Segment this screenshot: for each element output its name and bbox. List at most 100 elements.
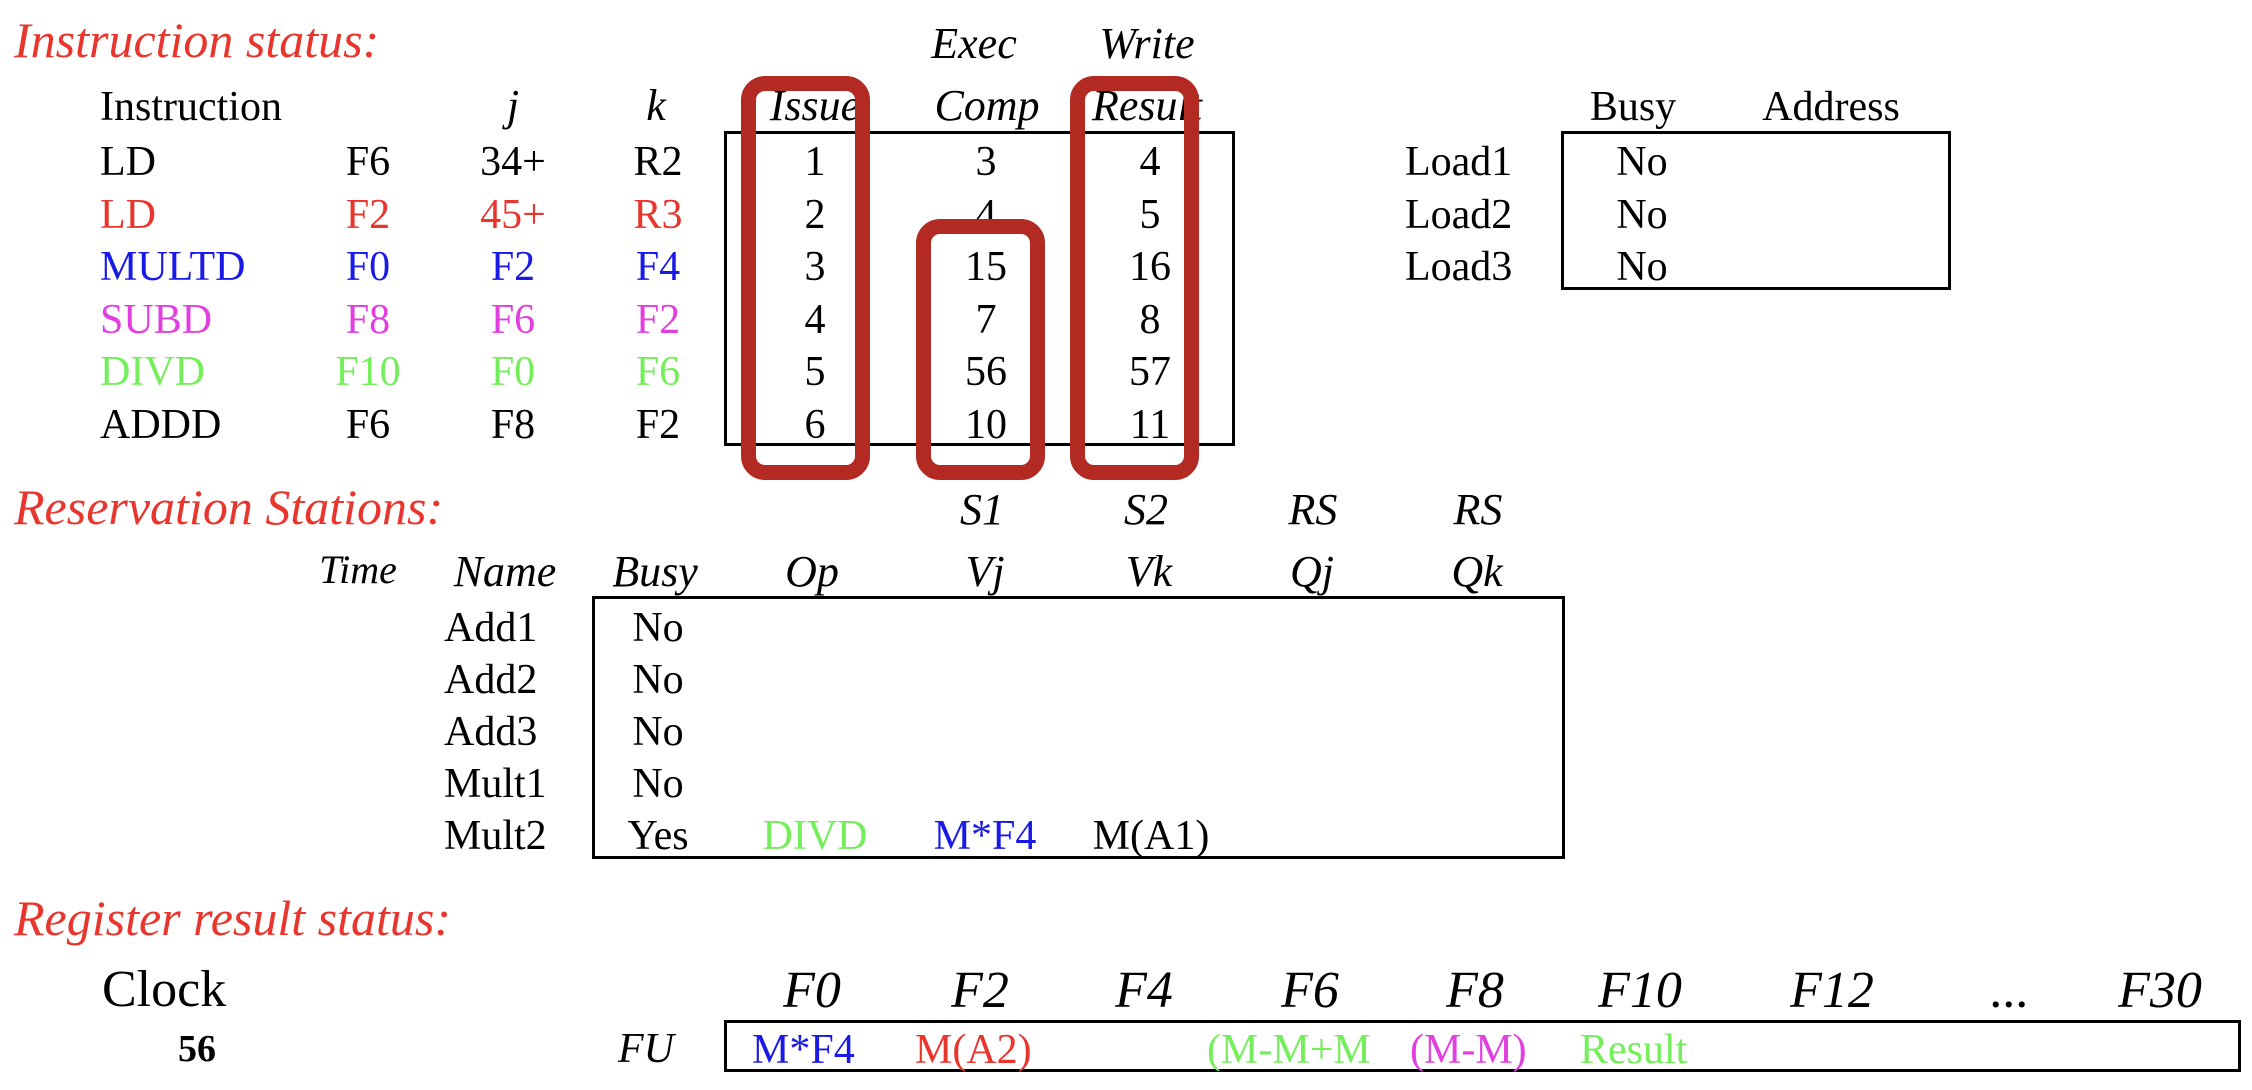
clock-label: Clock xyxy=(102,961,227,1018)
rs-name: Mult2 xyxy=(444,813,547,859)
rs-name: Add1 xyxy=(444,605,538,651)
instruction-dest: F6 xyxy=(345,401,391,448)
rs-vj: M*F4 xyxy=(933,813,1037,859)
write-result-cycle: 16 xyxy=(1129,244,1171,290)
j-header: j xyxy=(506,81,520,130)
busy-header: Busy xyxy=(612,547,698,596)
instruction-j: F2 xyxy=(490,244,536,290)
issue-cycle: 4 xyxy=(804,296,826,343)
instruction-header: Instruction xyxy=(100,84,282,130)
instruction-dest: F6 xyxy=(345,139,391,185)
instruction-op: SUBD xyxy=(100,296,213,343)
instruction-status-title: Instruction status: xyxy=(14,12,380,68)
register-header: F0 xyxy=(783,962,841,1019)
rs-busy: No xyxy=(632,657,684,703)
write-result-cycle: 5 xyxy=(1139,191,1161,238)
s1-header-top: S1 xyxy=(960,485,1004,534)
register-fu-value: Result xyxy=(1580,1027,1688,1073)
clock-value: 56 xyxy=(178,1028,216,1070)
instruction-k: F2 xyxy=(635,401,681,448)
instruction-op: DIVD xyxy=(100,349,205,395)
s2-header-top: S2 xyxy=(1124,485,1168,534)
issue-cycle: 1 xyxy=(804,139,826,185)
rs-busy: No xyxy=(632,605,684,651)
instruction-dest: F2 xyxy=(345,191,391,238)
rs-busy: No xyxy=(632,761,684,807)
load-buffer-busy: No xyxy=(1616,139,1668,185)
instruction-status-table xyxy=(724,131,1235,446)
vj-header: Vj xyxy=(965,547,1005,596)
qj-header: Qj xyxy=(1290,547,1334,596)
instruction-j: F8 xyxy=(490,401,536,448)
rs-busy: No xyxy=(632,709,684,755)
load-buffers-table xyxy=(1561,131,1951,290)
instruction-dest: F0 xyxy=(345,244,391,290)
rs-name: Mult1 xyxy=(444,761,547,807)
exec-header-top: Exec xyxy=(931,19,1017,68)
write-result-cycle: 8 xyxy=(1139,296,1161,343)
issue-cycle: 6 xyxy=(804,401,826,448)
rs-vk: M(A1) xyxy=(1092,813,1210,859)
instruction-j: 34+ xyxy=(480,139,546,185)
register-header: F6 xyxy=(1281,962,1339,1019)
time-header: Time xyxy=(319,547,397,592)
name-header: Name xyxy=(453,547,557,596)
rs-op: DIVD xyxy=(762,813,868,859)
instruction-j: F0 xyxy=(490,349,536,395)
write-header-top: Write xyxy=(1099,19,1195,68)
reservation-stations-table xyxy=(592,596,1565,859)
op-header: Op xyxy=(785,547,839,596)
load-busy-header: Busy xyxy=(1589,84,1677,130)
instruction-j: F6 xyxy=(490,296,536,343)
load-buffer-name: Load3 xyxy=(1405,244,1513,290)
load-buffer-name: Load1 xyxy=(1405,139,1513,185)
rs-name: Add2 xyxy=(444,657,538,703)
load-buffer-name: Load2 xyxy=(1405,191,1513,238)
issue-cycle: 3 xyxy=(804,244,826,290)
write-result-cycle: 11 xyxy=(1129,401,1171,448)
instruction-k: F2 xyxy=(635,296,681,343)
instruction-op: LD xyxy=(100,139,156,185)
instruction-j: 45+ xyxy=(480,191,546,238)
register-fu-value: (M-M) xyxy=(1410,1027,1527,1073)
register-header: ... xyxy=(1990,962,2030,1019)
vk-header: Vk xyxy=(1125,547,1173,596)
qk-header: Qk xyxy=(1451,547,1503,596)
register-header: F4 xyxy=(1115,962,1173,1019)
rs-busy: Yes xyxy=(627,813,689,859)
register-header: F12 xyxy=(1790,962,1874,1019)
load-buffer-busy: No xyxy=(1616,244,1668,290)
instruction-dest: F10 xyxy=(335,349,401,395)
register-header: F10 xyxy=(1598,962,1682,1019)
write-result-highlight xyxy=(1070,76,1199,480)
register-status-table xyxy=(724,1020,2241,1072)
exec-complete-cycle: 15 xyxy=(965,244,1007,290)
exec-complete-cycle: 7 xyxy=(975,296,997,343)
exec-complete-cycle: 3 xyxy=(975,139,997,185)
register-fu-value: (M-M+M xyxy=(1207,1029,1371,1071)
rs-qk-header-top: RS xyxy=(1453,485,1503,534)
load-address-header: Address xyxy=(1762,84,1900,130)
instruction-op: LD xyxy=(100,191,156,238)
instruction-k: R2 xyxy=(633,139,683,185)
issue-column-highlight xyxy=(741,76,870,480)
instruction-dest: F8 xyxy=(345,296,391,343)
register-header: F30 xyxy=(2118,962,2202,1019)
instruction-op: ADDD xyxy=(100,401,222,448)
instruction-k: F6 xyxy=(635,349,681,395)
k-header: k xyxy=(646,81,666,130)
instruction-k: R3 xyxy=(633,191,683,238)
write-result-cycle: 57 xyxy=(1129,349,1171,395)
exec-complete-cycle: 56 xyxy=(965,349,1007,395)
load-buffer-busy: No xyxy=(1616,191,1668,238)
rs-qj-header-top: RS xyxy=(1288,485,1338,534)
register-fu-value: M(A2) xyxy=(915,1027,1032,1073)
register-result-status-title: Register result status: xyxy=(14,890,452,946)
exec-comp-header: Comp xyxy=(934,81,1040,130)
rs-name: Add3 xyxy=(444,709,538,755)
fu-label: FU xyxy=(618,1026,674,1072)
register-header: F2 xyxy=(951,962,1009,1019)
instruction-op: MULTD xyxy=(100,244,246,290)
register-fu-value: M*F4 xyxy=(752,1027,855,1073)
exec-complete-cycle: 10 xyxy=(965,401,1007,448)
